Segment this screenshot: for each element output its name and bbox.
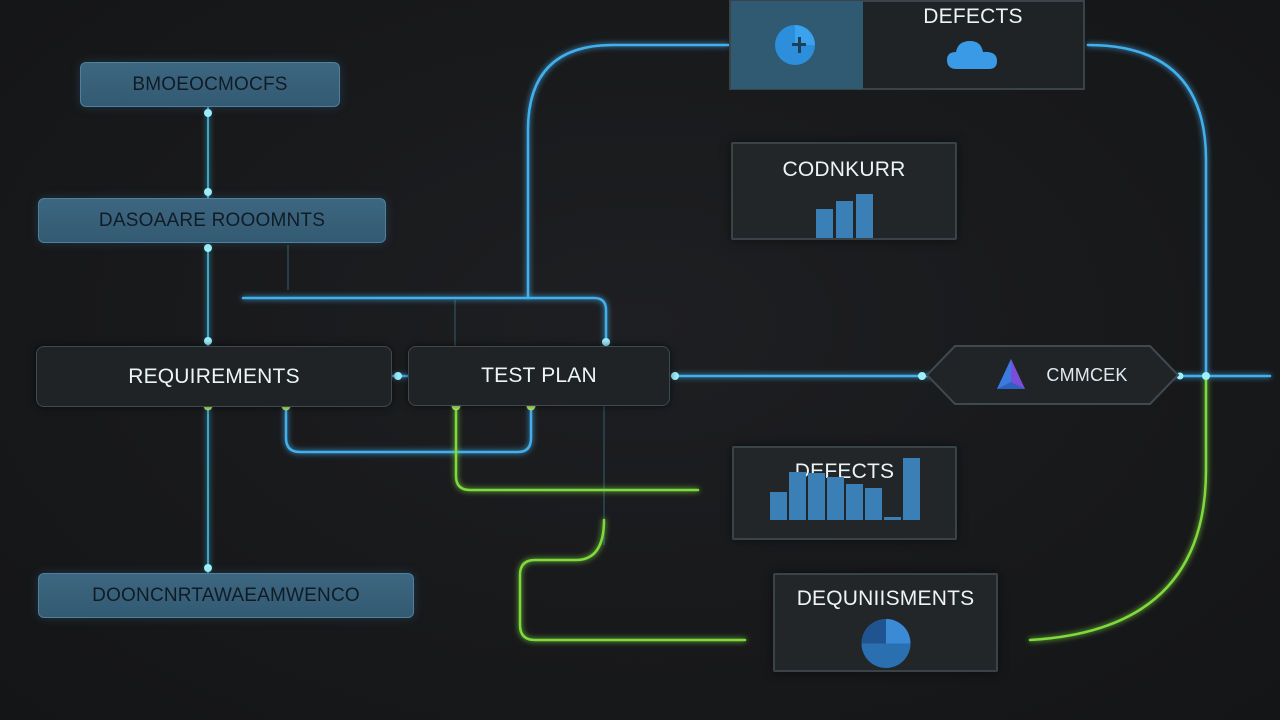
defects-mid-bar — [807, 473, 825, 520]
pie-icon — [775, 25, 815, 65]
defects-mid-bar — [883, 517, 901, 520]
panel-defects-mid[interactable]: DEFECTS — [732, 446, 957, 540]
counter-bar — [835, 201, 853, 238]
node-requirements-label: REQUIREMENTS — [128, 364, 300, 388]
defects-mid-bar — [864, 488, 882, 520]
node-top-left-label: BMOEOCMOCFS — [132, 73, 288, 95]
cloud-icon — [947, 41, 997, 69]
node-test-plan[interactable]: TEST PLAN — [408, 346, 670, 406]
panel-counter[interactable]: CODNKURR — [731, 142, 957, 240]
counter-title: CODNKURR — [782, 158, 906, 181]
defects-mid-bars — [769, 458, 920, 520]
node-doc-bottom-label: DOONCNRTAWAEAMWENCO — [92, 584, 360, 606]
triangle-logo-icon — [997, 359, 1026, 389]
dequ-title: DEQUNIISMENTS — [796, 587, 975, 610]
node-database-requirements[interactable]: DASOAARE ROOOMNTS — [38, 198, 386, 243]
check-label: CMMCEK — [1046, 364, 1128, 385]
defects-mid-bar — [826, 477, 844, 520]
check-hexagon[interactable] — [925, 345, 1180, 405]
defects-mid-bar — [788, 472, 806, 520]
defects-mid-bar — [902, 458, 920, 520]
defects-top-title: DEFECTS — [923, 5, 1023, 28]
defects-top-icon-tile — [731, 1, 863, 89]
panel-defects-top[interactable]: DEFECTS — [729, 0, 1085, 90]
node-doc-bottom[interactable]: DOONCNRTAWAEAMWENCO — [38, 573, 414, 618]
counter-bar — [815, 209, 833, 238]
panel-dequ[interactable]: DEQUNIISMENTS — [773, 573, 998, 672]
counter-bar — [855, 194, 873, 238]
node-requirements[interactable]: REQUIREMENTS — [36, 346, 392, 407]
node-top-left[interactable]: BMOEOCMOCFS — [80, 62, 340, 107]
defects-top-content: DEFECTS — [863, 1, 1083, 89]
pie-icon — [860, 618, 911, 669]
counter-bars — [815, 184, 873, 238]
check-content: CMMCEK — [960, 346, 1160, 404]
node-test-plan-label: TEST PLAN — [481, 364, 597, 387]
node-database-requirements-label: DASOAARE ROOOMNTS — [98, 209, 326, 231]
defects-mid-bar — [845, 484, 863, 520]
defects-mid-bar — [769, 492, 787, 520]
